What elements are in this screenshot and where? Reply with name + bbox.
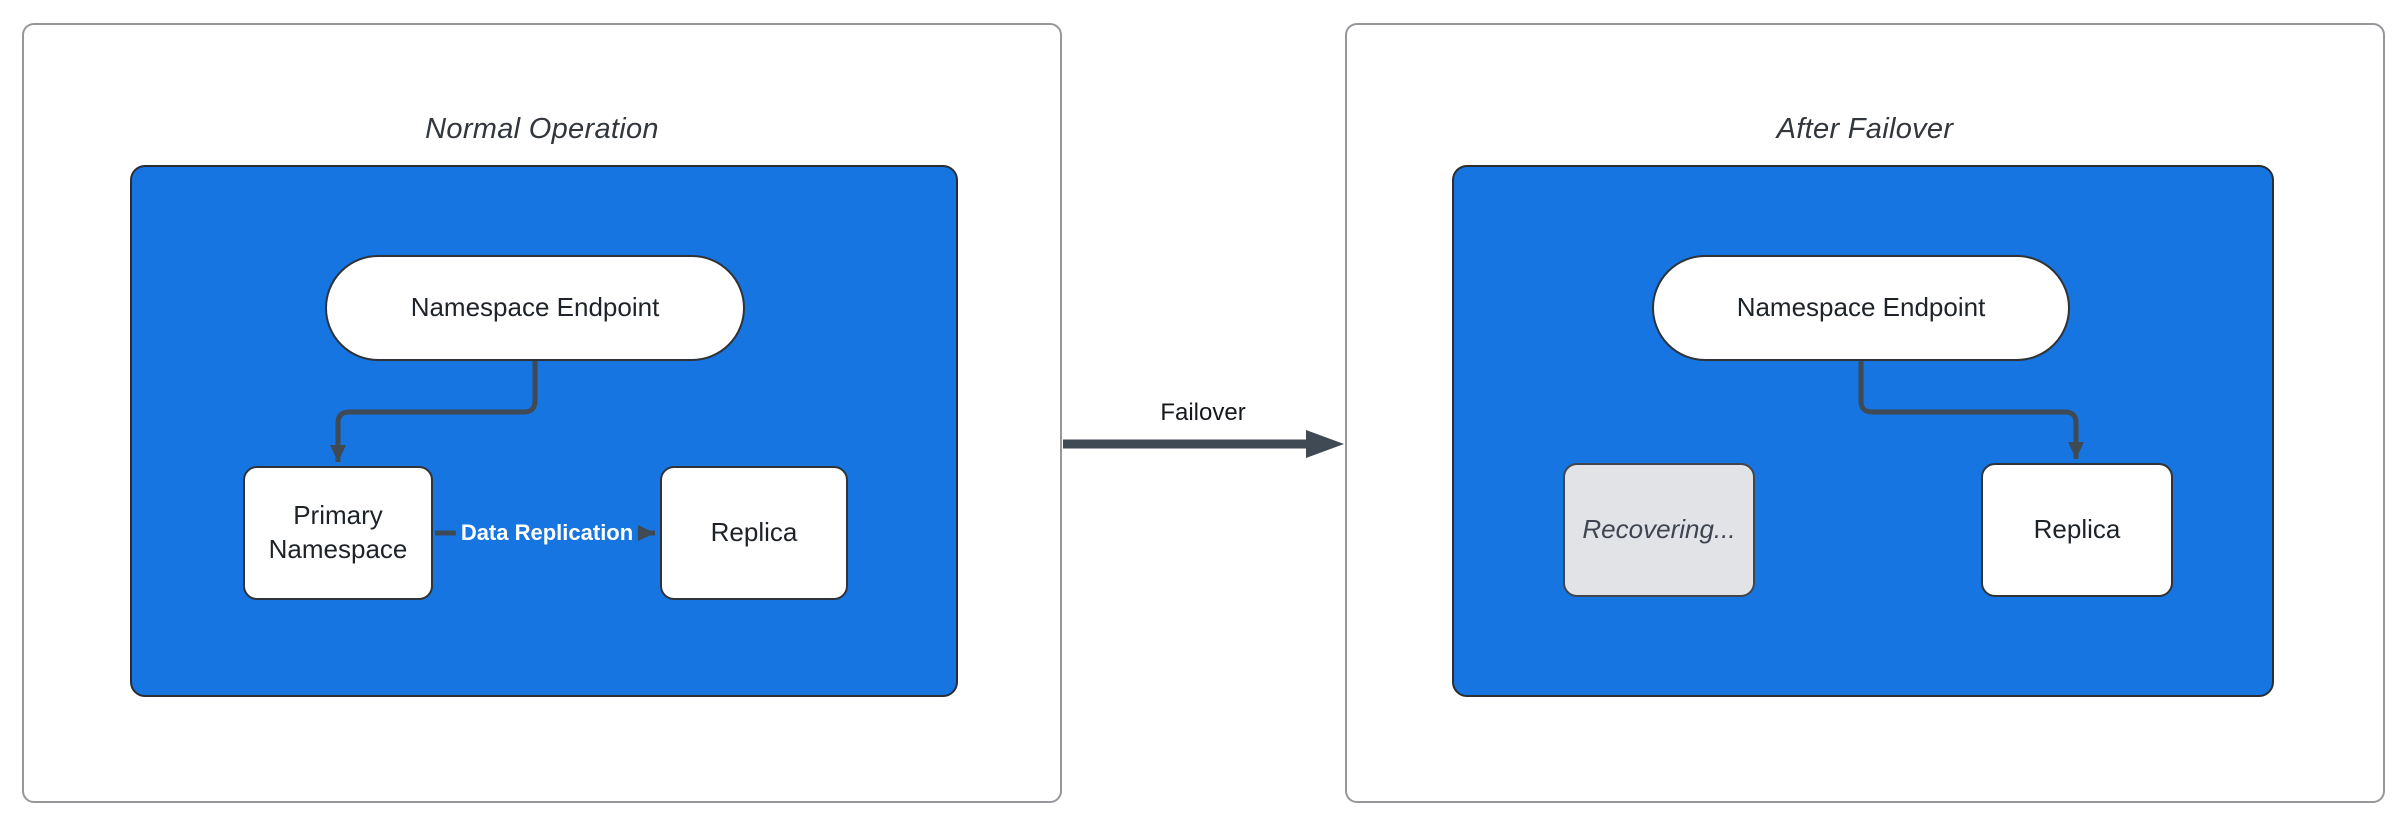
- edge-label-data-replication: Data Replication: [455, 517, 639, 549]
- node-recovering: Recovering...: [1563, 463, 1755, 597]
- node-namespace-endpoint-right: Namespace Endpoint: [1652, 255, 2070, 361]
- node-label: Replica: [2033, 514, 2121, 545]
- node-primary-namespace: Primary Namespace: [243, 466, 433, 600]
- node-replica-left: Replica: [660, 466, 848, 600]
- panel-title-after-failover: After Failover: [1776, 113, 1954, 145]
- node-replica-right: Replica: [1981, 463, 2173, 597]
- node-label: Namespace Endpoint: [1736, 292, 1986, 323]
- node-namespace-endpoint-left: Namespace Endpoint: [325, 255, 745, 361]
- node-label: Replica: [710, 517, 798, 548]
- panel-title-normal-operation: Normal Operation: [425, 113, 659, 145]
- node-label: Recovering...: [1582, 514, 1736, 545]
- node-label: Primary Namespace: [268, 500, 408, 564]
- cluster-normal-operation: [130, 165, 958, 697]
- cluster-after-failover: [1452, 165, 2274, 697]
- arrow-failover-head: [1306, 430, 1344, 458]
- transition-label-failover: Failover: [1160, 399, 1246, 426]
- node-label: Namespace Endpoint: [410, 292, 660, 323]
